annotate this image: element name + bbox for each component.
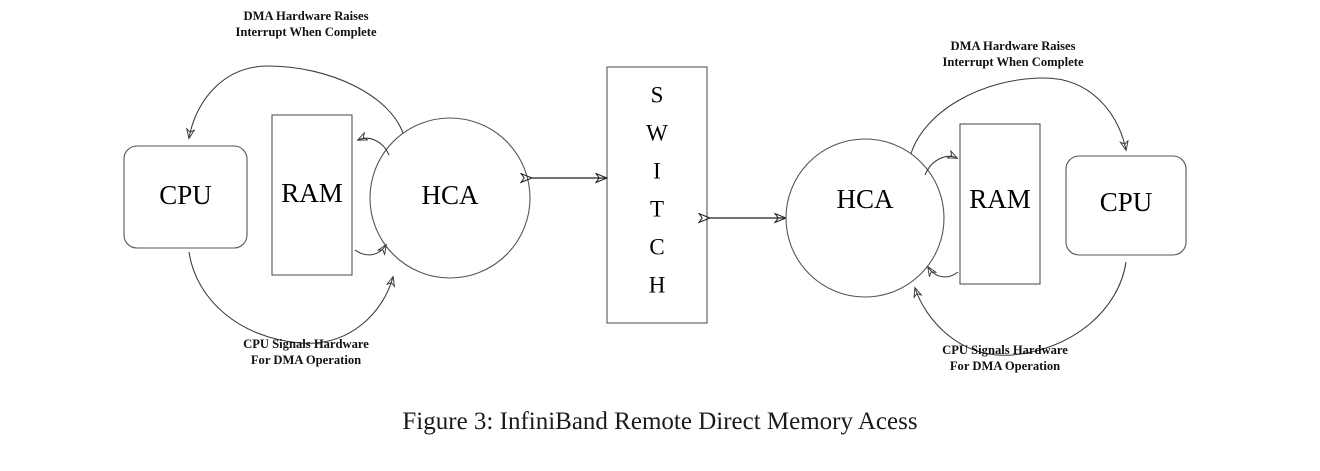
node-right-cpu: [1065, 155, 1187, 256]
node-left-ram-label: RAM: [281, 178, 343, 208]
annotation-left-bottom-line1: CPU Signals Hardware: [243, 337, 369, 351]
figure-caption: Figure 3: InfiniBand Remote Direct Memor…: [402, 408, 917, 435]
annotation-left-top-line2: Interrupt When Complete: [235, 25, 376, 39]
node-left-hca: [369, 117, 531, 279]
annotation-right-bottom-line1: CPU Signals Hardware: [942, 343, 1068, 357]
connector-left-cpu-to-hca-signal: [188, 251, 393, 344]
switch-letter-c: C: [649, 234, 664, 259]
connector-right-hca-to-ram: [924, 156, 957, 176]
switch-letter-s: S: [651, 82, 664, 107]
node-switch: [606, 66, 708, 324]
switch-letter-t: T: [650, 196, 664, 221]
node-left-hca-label: HCA: [421, 180, 479, 210]
annotation-left-bottom-line2: For DMA Operation: [251, 353, 361, 367]
node-right-ram-label: RAM: [969, 184, 1031, 214]
switch-letter-w: W: [646, 120, 668, 145]
connector-left-hca-to-cpu-interrupt: [189, 65, 405, 138]
annotation-right-bottom-line2: For DMA Operation: [950, 359, 1060, 373]
node-left-cpu: [123, 145, 248, 249]
switch-letter-i: I: [653, 158, 661, 183]
connector-left-hca-to-ram: [358, 138, 390, 156]
connector-right-ram-to-hca: [928, 267, 959, 278]
annotation-right-top-line1: DMA Hardware Raises: [951, 39, 1076, 53]
connector-left-ram-to-hca: [354, 245, 386, 255]
node-left-cpu-label: CPU: [159, 180, 212, 210]
node-right-ram: [959, 123, 1041, 285]
node-left-ram: [271, 114, 353, 276]
annotation-left-top-line1: DMA Hardware Raises: [244, 9, 369, 23]
annotation-right-top-line2: Interrupt When Complete: [942, 55, 1083, 69]
connector-right-cpu-to-hca-signal: [915, 261, 1127, 356]
connector-right-hca-to-cpu-interrupt: [909, 77, 1126, 158]
switch-letter-h: H: [649, 272, 666, 297]
node-right-cpu-label: CPU: [1100, 187, 1153, 217]
node-right-hca-label: HCA: [836, 184, 894, 214]
node-right-hca: [785, 138, 945, 298]
